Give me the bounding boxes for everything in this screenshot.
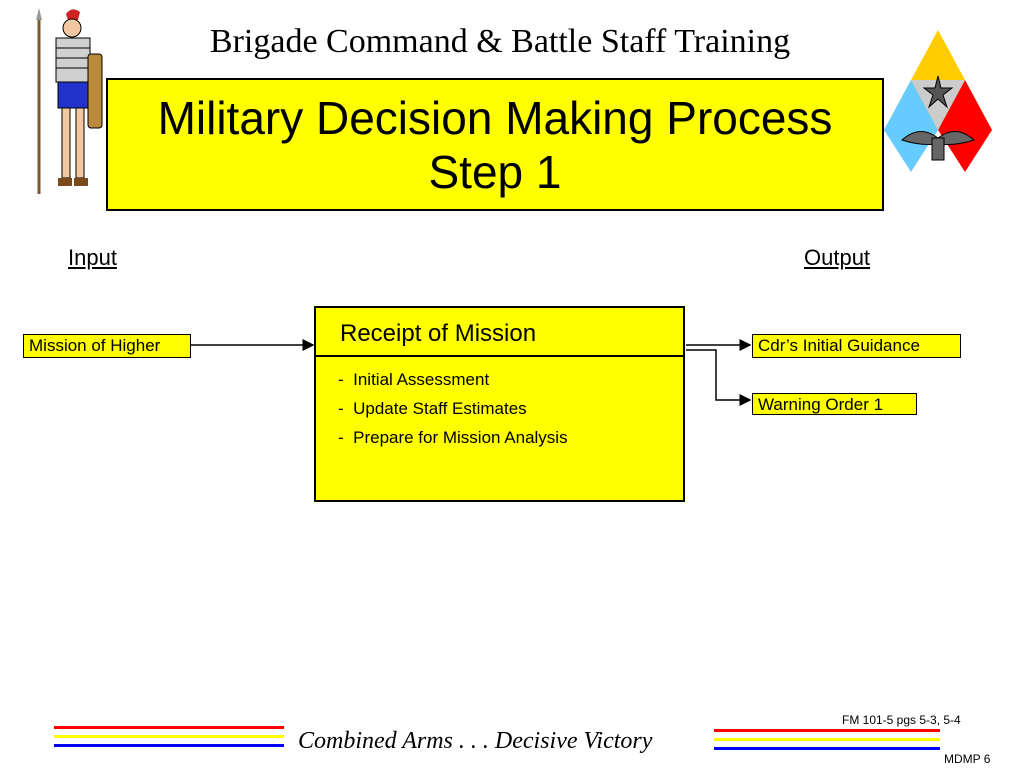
output-heading: Output — [804, 245, 871, 270]
process-task-item: Prepare for Mission Analysis — [338, 423, 567, 452]
output-box-warning-order-1: Warning Order 1 — [752, 393, 917, 415]
input-heading: Input — [68, 245, 117, 270]
header-title: Brigade Command & Battle Staff Training — [209, 23, 791, 60]
armor-insignia-icon — [884, 30, 992, 172]
process-task-item: Update Staff Estimates — [338, 394, 568, 423]
footer-page-label: MDMP 6 — [944, 752, 991, 766]
slide-title-box: Military Decision Making Process Step 1 — [106, 78, 884, 211]
process-task-list: Initial Assessment Update Staff Estimate… — [338, 365, 568, 452]
process-task-item: Initial Assessment — [338, 365, 568, 394]
input-box-mission-of-higher: Mission of Higher — [23, 334, 191, 358]
footer-stripes-right — [714, 729, 940, 750]
footer-motto: Combined Arms . . . Decisive Victory — [298, 728, 653, 754]
roman-soldier-icon — [36, 8, 103, 194]
footer-reference: FM 101-5 pgs 5-3, 5-4 — [842, 713, 961, 727]
arrow-process-to-warning-order — [686, 349, 752, 406]
process-box-receipt-of-mission: Receipt of Mission Initial Assessment Up… — [314, 306, 685, 502]
output-box-cdr-initial-guidance: Cdr’s Initial Guidance — [752, 334, 961, 358]
slide-title-line-2: Step 1 — [428, 145, 562, 198]
slide-title-line-1: Military Decision Making Process — [157, 91, 833, 144]
process-title: Receipt of Mission — [340, 320, 537, 347]
footer-stripes-left — [54, 726, 284, 747]
process-divider — [316, 355, 683, 357]
